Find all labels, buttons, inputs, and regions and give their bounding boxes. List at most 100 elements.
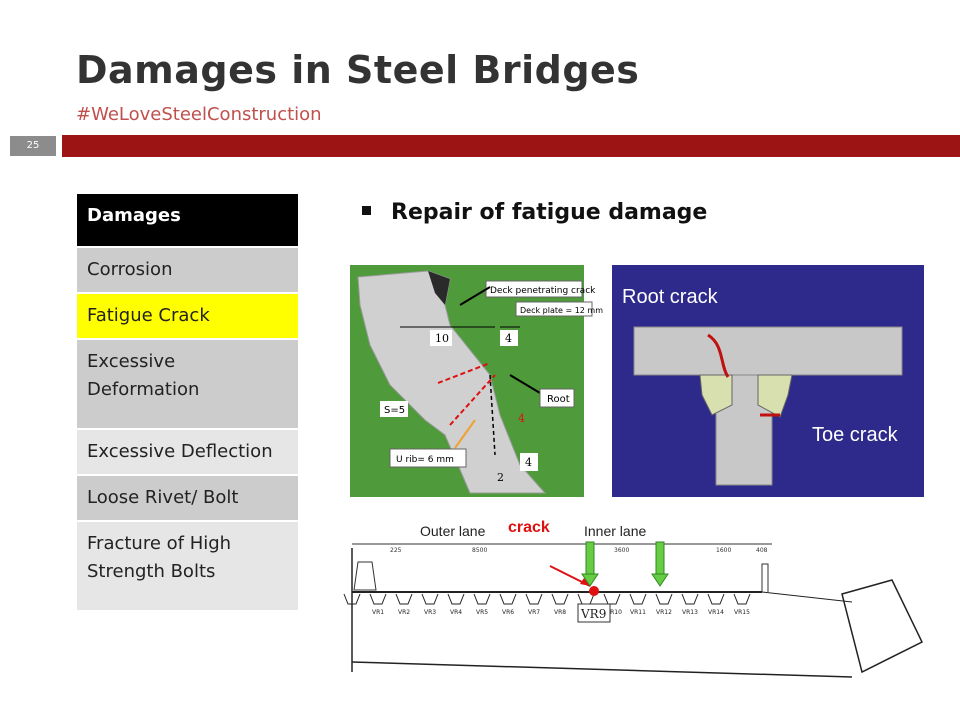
vr9-label: VR9 (580, 607, 606, 621)
rib-shape (499, 593, 517, 605)
root-crack-line (707, 333, 730, 378)
dim-label-4a: 4 (505, 332, 512, 345)
load-arrow-head (581, 573, 599, 587)
toe-crack-label: Toe crack (812, 424, 899, 446)
crack-location-marker (589, 586, 599, 596)
rib-label: VR7 (528, 609, 540, 616)
rib-shape (343, 593, 361, 605)
right-weld (757, 374, 793, 418)
rib-label: VR12 (656, 609, 672, 616)
wheel-load-arrow-2 (651, 541, 669, 587)
crack-shadow (428, 271, 450, 305)
damages-table: Damages Corrosion Fatigue Crack Excessiv… (77, 194, 298, 612)
table-row-loose-rivet: Loose Rivet/ Bolt (77, 475, 298, 522)
dim-3600: 3600 (614, 547, 629, 554)
weld-crack-diagram: Root crack Toe crack (612, 265, 924, 497)
rib-shape (551, 593, 569, 605)
load-arrow-shaft (655, 541, 665, 575)
rib-label: VR4 (450, 609, 462, 616)
rib-label: VR8 (554, 609, 566, 616)
crack-arrow (459, 286, 491, 306)
dim-label-4c: 4 (525, 456, 532, 469)
rib-shape (525, 593, 543, 605)
rib-shape (577, 593, 595, 605)
rib-shape (681, 593, 699, 605)
dim-box-4a (500, 330, 518, 346)
root-callout (539, 388, 575, 408)
rib-shape (629, 593, 647, 605)
dim-408: 408 (756, 547, 768, 554)
rib-shape (473, 593, 491, 605)
bullet-square-icon (362, 205, 371, 215)
slide-number: 25 (10, 136, 56, 156)
slide-subtitle: #WeLoveSteelConstruction (76, 104, 322, 125)
dim-label-10: 10 (435, 332, 449, 345)
root-arrow (509, 374, 541, 394)
table-row-fatigue-crack: Fatigue Crack (77, 293, 298, 340)
dim-label-2: 2 (497, 471, 504, 484)
table-header: Damages (77, 194, 298, 248)
left-barrier (353, 561, 377, 591)
rib-label: VR11 (630, 609, 646, 616)
table-row-excessive-deflection: Excessive Deflection (77, 429, 298, 476)
load-arrow-shaft (585, 541, 595, 575)
table-row-excessive-deformation: Excessive Deformation (77, 339, 298, 430)
outer-lane-label: Outer lane (420, 523, 486, 539)
bottom-flange-line (351, 661, 853, 678)
fatigue-crack-photo: 10 4 Deck penetrating crack Deck plate =… (350, 265, 603, 497)
bullet-text: Repair of fatigue damage (391, 200, 708, 225)
u-rib-callout (389, 448, 467, 468)
rib-shape (655, 593, 673, 605)
bridge-cross-section: Outer lane crack Inner lane 225 8500 360… (343, 519, 923, 678)
red-dashed-line-2 (449, 374, 496, 426)
dim-1600: 1600 (716, 547, 731, 554)
rib-label: VR5 (476, 609, 488, 616)
wheel-load-arrow-1 (581, 541, 599, 587)
red-dashed-line-1 (437, 362, 491, 384)
deck-plate-label: Deck plate = 12 mm (520, 306, 603, 315)
dim-8500: 8500 (472, 547, 487, 554)
s-label: S=5 (384, 405, 405, 416)
rib-shape (603, 593, 621, 605)
rib-shape (395, 593, 413, 605)
rib-shape (707, 593, 725, 605)
crack-label: crack (508, 519, 550, 536)
root-crack-label: Root crack (622, 286, 719, 308)
rib-label: VR15 (734, 609, 750, 616)
load-arrow-head (651, 573, 669, 587)
header-bar (62, 135, 960, 157)
table-row-fracture-bolts: Fracture of High Strength Bolts (77, 521, 298, 612)
rib-label: VR1 (372, 609, 384, 616)
root-label: Root (547, 394, 570, 405)
deck-plate-callout (515, 301, 593, 317)
rib-label: VR2 (398, 609, 410, 616)
rib-shape (447, 593, 465, 605)
rib-label: VR6 (502, 609, 514, 616)
black-dashed-line (489, 374, 496, 456)
deck-crack-label: Deck penetrating crack (490, 286, 596, 296)
right-barrier (761, 563, 769, 592)
vr9-box (577, 603, 611, 623)
rib-shape (733, 593, 751, 605)
rib-shape (421, 593, 439, 605)
bullet-point: Repair of fatigue damage (362, 200, 707, 225)
table-row-corrosion: Corrosion (77, 247, 298, 294)
rib-label: VR3 (424, 609, 436, 616)
dim-box-10 (430, 330, 452, 346)
deck-slope-line (761, 591, 853, 603)
edge-girder (841, 579, 923, 674)
crack-arrowhead (580, 578, 590, 586)
s-callout (380, 401, 408, 417)
dim-label-4b: 4 (518, 412, 525, 425)
rib-shape (369, 593, 387, 605)
u-rib-label: U rib= 6 mm (396, 455, 454, 465)
slide-title: Damages in Steel Bridges (76, 48, 640, 92)
rib-row: VR1 VR2 VR3 VR4 VR5 VR6 VR7 VR8 VR10 VR1… (343, 593, 751, 616)
rib-label: VR13 (682, 609, 698, 616)
rib-label: VR10 (606, 609, 622, 616)
u-rib-arrow (454, 419, 476, 449)
inner-lane-label: Inner lane (584, 523, 646, 539)
flange-plate (633, 326, 903, 376)
dim-box-4c (520, 453, 538, 471)
dim-225: 225 (390, 547, 402, 554)
